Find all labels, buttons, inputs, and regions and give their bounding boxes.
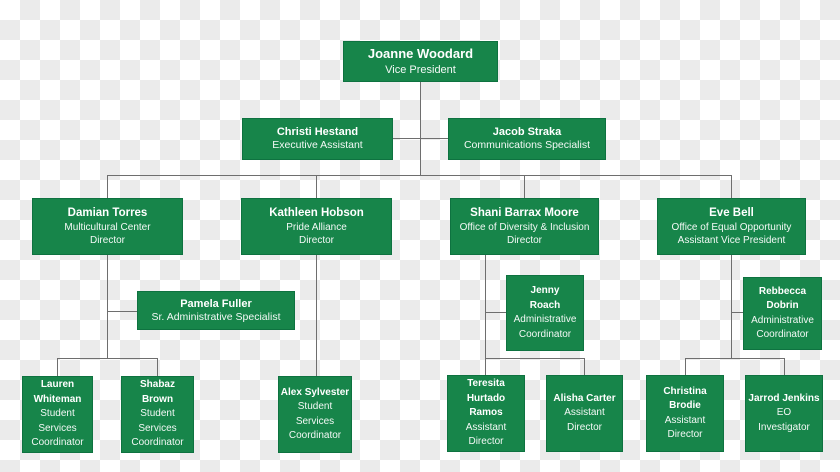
connector-line — [485, 255, 486, 375]
org-node-lauren-whiteman: Lauren Whiteman Student Services Coordin… — [22, 376, 93, 453]
person-name: Jarrod Jenkins — [748, 392, 820, 404]
org-node-jacob-straka: Jacob Straka Communications Specialist — [448, 118, 606, 160]
connector-line — [57, 358, 158, 359]
org-node-jenny-roach: Jenny Roach Administrative Coordinator — [506, 275, 584, 351]
person-title: Communications Specialist — [463, 139, 591, 152]
connector-line — [685, 358, 784, 359]
org-node-shabaz-brown: Shabaz Brown Student Services Coordinato… — [121, 376, 194, 453]
connector-line — [107, 311, 137, 312]
connector-line — [107, 175, 732, 176]
org-node-eve-bell: Eve Bell Office of Equal Opportunity Ass… — [657, 198, 806, 255]
org-node-kathleen-hobson: Kathleen Hobson Pride Alliance Director — [241, 198, 392, 255]
person-title: EO Investigator — [758, 407, 810, 433]
connector-line — [107, 175, 108, 198]
person-title: Student Services Coordinator — [31, 408, 84, 449]
person-title: Sr. Administrative Specialist — [151, 310, 281, 323]
org-node-teresita-hurtado-ramos: Teresita Hurtado Ramos Assistant Directo… — [447, 375, 525, 452]
org-node-jarrod-jenkins: Jarrod Jenkins EO Investigator — [745, 375, 823, 452]
org-node-joanne-woodard: Joanne Woodard Vice President — [343, 41, 498, 82]
connector-line — [731, 312, 743, 313]
person-name: Kathleen Hobson — [269, 207, 364, 220]
person-title: Student Services Coordinator — [288, 401, 342, 441]
person-title: Multicultural Center Director — [64, 221, 151, 246]
person-title: Vice President — [385, 63, 456, 76]
connector-line — [485, 358, 585, 359]
person-title: Pride Alliance Director — [286, 221, 347, 246]
person-title: Assistant Director — [465, 421, 507, 448]
org-node-damian-torres: Damian Torres Multicultural Center Direc… — [32, 198, 183, 255]
person-title: Administrative Coordinator — [751, 314, 814, 341]
person-name: Alex Sylvester — [280, 386, 350, 398]
connector-line — [57, 358, 58, 376]
connector-line — [485, 312, 506, 313]
person-name: Jenny Roach — [529, 285, 561, 311]
person-name: Joanne Woodard — [367, 46, 474, 62]
connector-line — [316, 175, 317, 198]
connector-line — [784, 358, 785, 375]
person-name: Shabaz Brown — [139, 379, 175, 405]
org-node-rebbecca-dobrin: Rebbecca Dobrin Administrative Coordinat… — [743, 277, 822, 350]
org-node-christina-brodie: Christina Brodie Assistant Director — [646, 375, 724, 452]
org-node-pamela-fuller: Pamela Fuller Sr. Administrative Special… — [137, 291, 295, 330]
person-name: Shani Barrax Moore — [470, 207, 579, 220]
org-node-alex-sylvester: Alex Sylvester Student Services Coordina… — [278, 376, 352, 453]
connector-line — [524, 175, 525, 198]
person-name: Eve Bell — [709, 207, 754, 220]
connector-line — [393, 138, 448, 139]
person-name: Alisha Carter — [553, 392, 616, 404]
person-title: Assistant Director — [664, 414, 706, 441]
person-name: Damian Torres — [67, 207, 148, 220]
person-title: Executive Assistant — [272, 139, 363, 152]
person-name: Lauren Whiteman — [33, 379, 82, 405]
connector-line — [731, 255, 732, 358]
connector-line — [584, 358, 585, 375]
person-name: Teresita Hurtado Ramos — [466, 378, 506, 419]
connector-line — [685, 358, 686, 375]
connector-line — [420, 82, 421, 175]
person-title: Office of Diversity & Inclusion Director — [459, 221, 590, 246]
connector-line — [157, 358, 158, 376]
org-node-christi-hestand: Christi Hestand Executive Assistant — [242, 118, 393, 160]
person-name: Christi Hestand — [276, 126, 359, 139]
person-name: Pamela Fuller — [180, 297, 252, 310]
connector-line — [731, 175, 732, 198]
person-title: Administrative Coordinator — [513, 314, 577, 340]
person-title: Office of Equal Opportunity Assistant Vi… — [671, 221, 792, 246]
person-name: Rebbecca Dobrin — [758, 285, 807, 312]
person-name: Jacob Straka — [492, 126, 562, 139]
org-node-alisha-carter: Alisha Carter Assistant Director — [546, 375, 623, 452]
person-title: Student Services Coordinator — [131, 408, 184, 449]
person-title: Assistant Director — [564, 407, 605, 433]
connector-line — [316, 255, 317, 376]
connector-line — [107, 255, 108, 358]
person-name: Christina Brodie — [663, 385, 707, 412]
org-node-shani-barrax-moore: Shani Barrax Moore Office of Diversity &… — [450, 198, 599, 255]
